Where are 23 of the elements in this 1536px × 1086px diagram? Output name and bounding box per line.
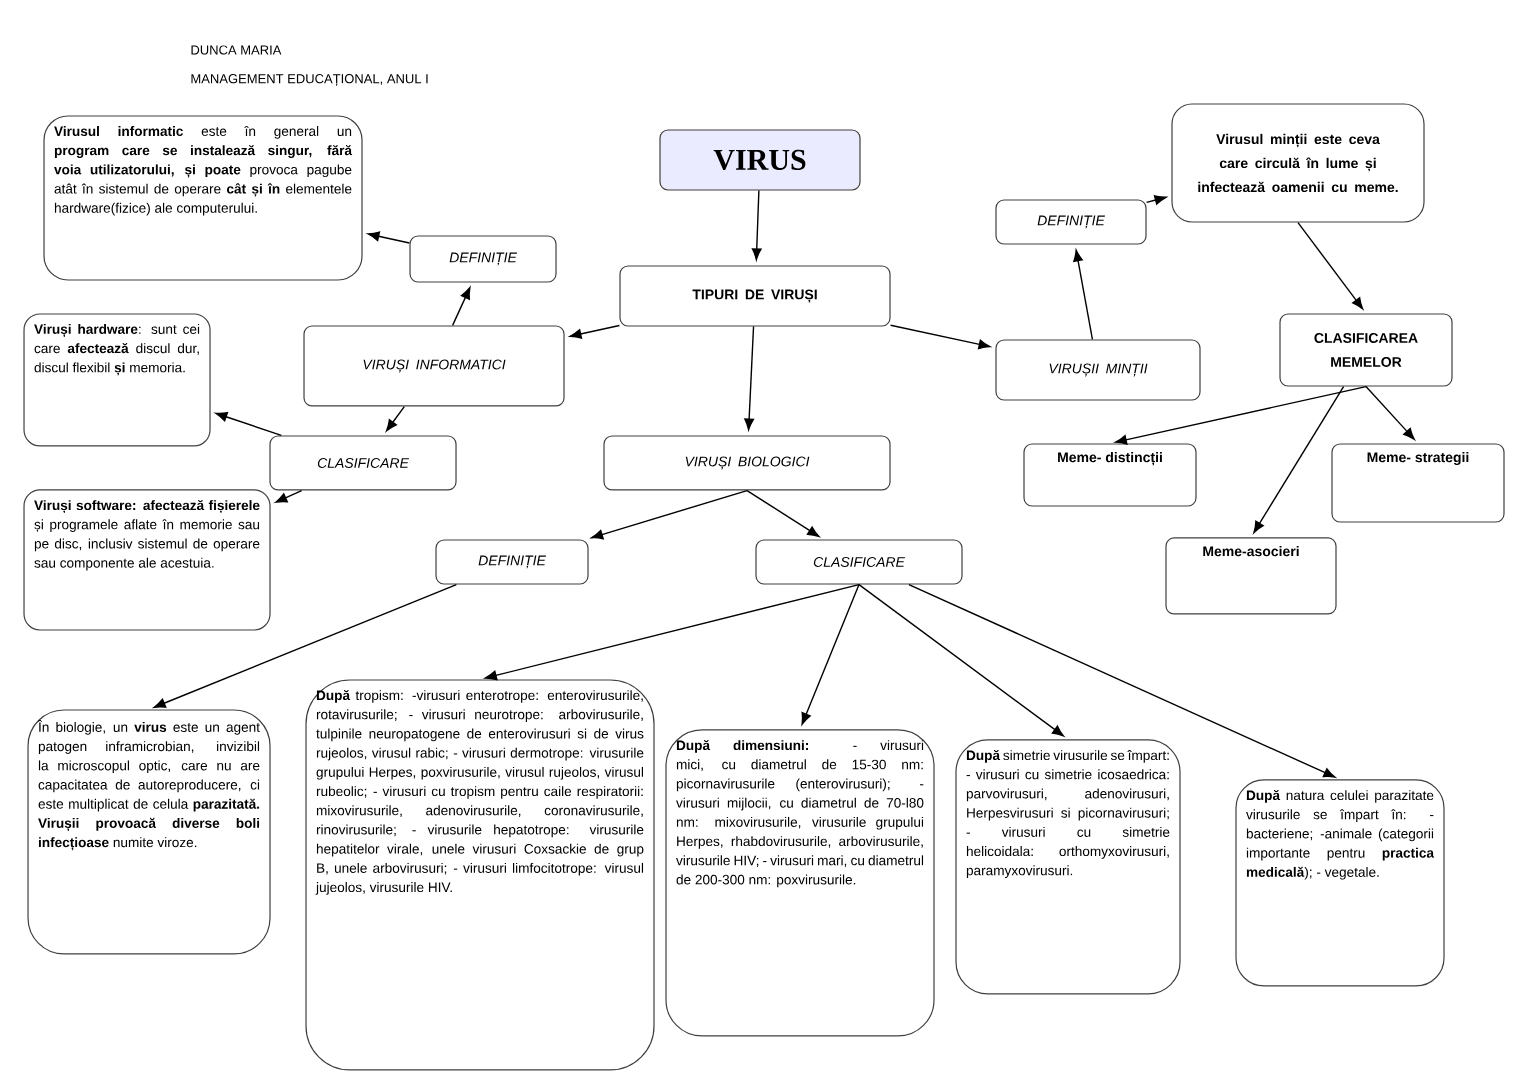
arrow (1365, 385, 1415, 440)
arrow (751, 189, 762, 261)
arrow (1114, 385, 1367, 445)
arrow (858, 583, 1065, 737)
arrow (1297, 221, 1364, 310)
arrow (1145, 195, 1167, 205)
arrow (1253, 385, 1345, 534)
arrow (591, 489, 748, 540)
arrow (569, 324, 621, 339)
arrow (746, 489, 820, 537)
arrow (1073, 249, 1094, 341)
arrow (801, 583, 860, 725)
arrow (889, 324, 991, 350)
arrow (275, 489, 303, 503)
arrow (908, 583, 1336, 778)
title-box: VIRUS (659, 129, 861, 191)
arrow (744, 325, 755, 431)
arrow (484, 583, 860, 681)
arrow (215, 412, 282, 437)
arrow (367, 231, 411, 244)
arrow (385, 405, 405, 432)
arrow (451, 287, 471, 327)
arrow (153, 583, 458, 708)
